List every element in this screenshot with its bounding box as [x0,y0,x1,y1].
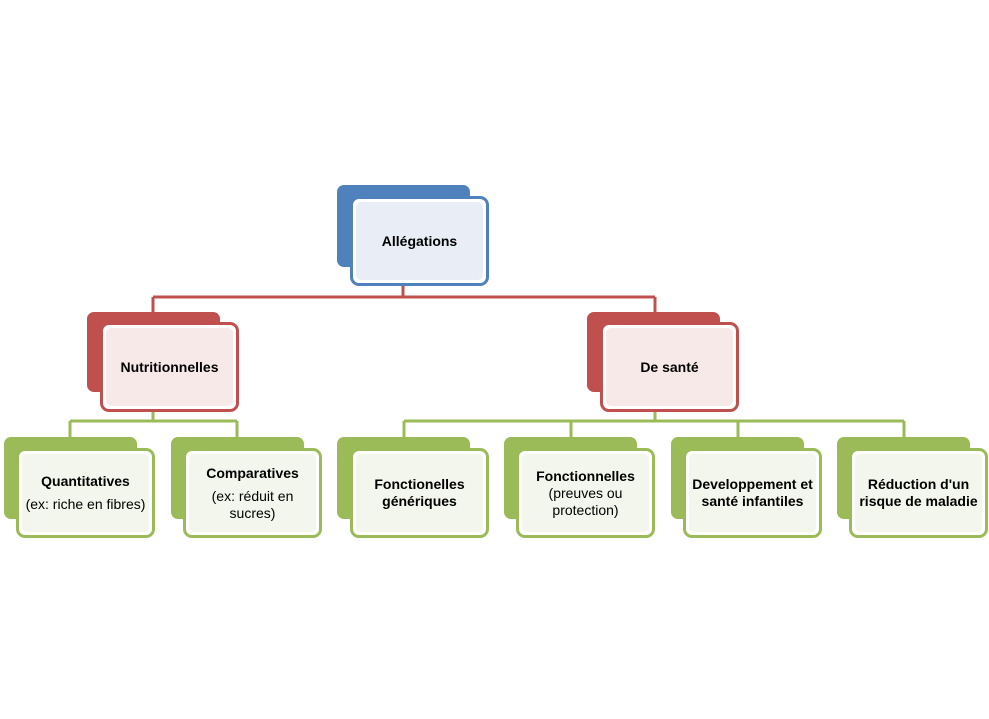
node-quantitatives-title: Quantitatives [41,473,130,489]
node-quantitatives-subtitle: (ex: riche en fibres) [25,496,146,512]
node-de-sante-title: De santé [640,358,699,375]
node-nutritionnelles-title: Nutritionnelles [120,358,219,375]
node-fonctionelles-generiques-box: Fonctionelles génériques [350,448,489,538]
node-comparatives-title: Comparatives [206,464,299,481]
node-reduction-risque-box: Réduction d'un risque de maladie [849,448,988,538]
node-comparatives-subtitle: (ex: réduit en sucres) [211,487,294,521]
root-connectors [151,286,657,312]
node-nutritionnelles-box: Nutritionnelles [100,322,239,412]
node-comparatives-box: Comparatives (ex: réduit en sucres) [183,448,322,538]
node-de-sante-box: De santé [600,322,739,412]
node-root-title: Allégations [381,232,458,249]
node-root-box: Allégations [350,196,489,286]
node-fonctionnelles-box: Fonctionnelles (preuves ou protection) [516,448,655,538]
node-fonctionelles-generiques-title: Fonctionelles génériques [374,476,465,509]
health-connectors [402,410,906,437]
node-reduction-risque-title: Réduction d'un risque de maladie [859,476,978,509]
node-fonctionnelles-title: Fonctionnelles [536,467,635,484]
node-fonctionnelles-subtitle: (preuves ou protection) [548,484,623,518]
node-developpement-title: Developpement et santé infantiles [692,476,813,509]
node-quantitatives-box: Quantitatives (ex: riche en fibres) [16,448,155,538]
node-developpement-box: Developpement et santé infantiles [683,448,822,538]
